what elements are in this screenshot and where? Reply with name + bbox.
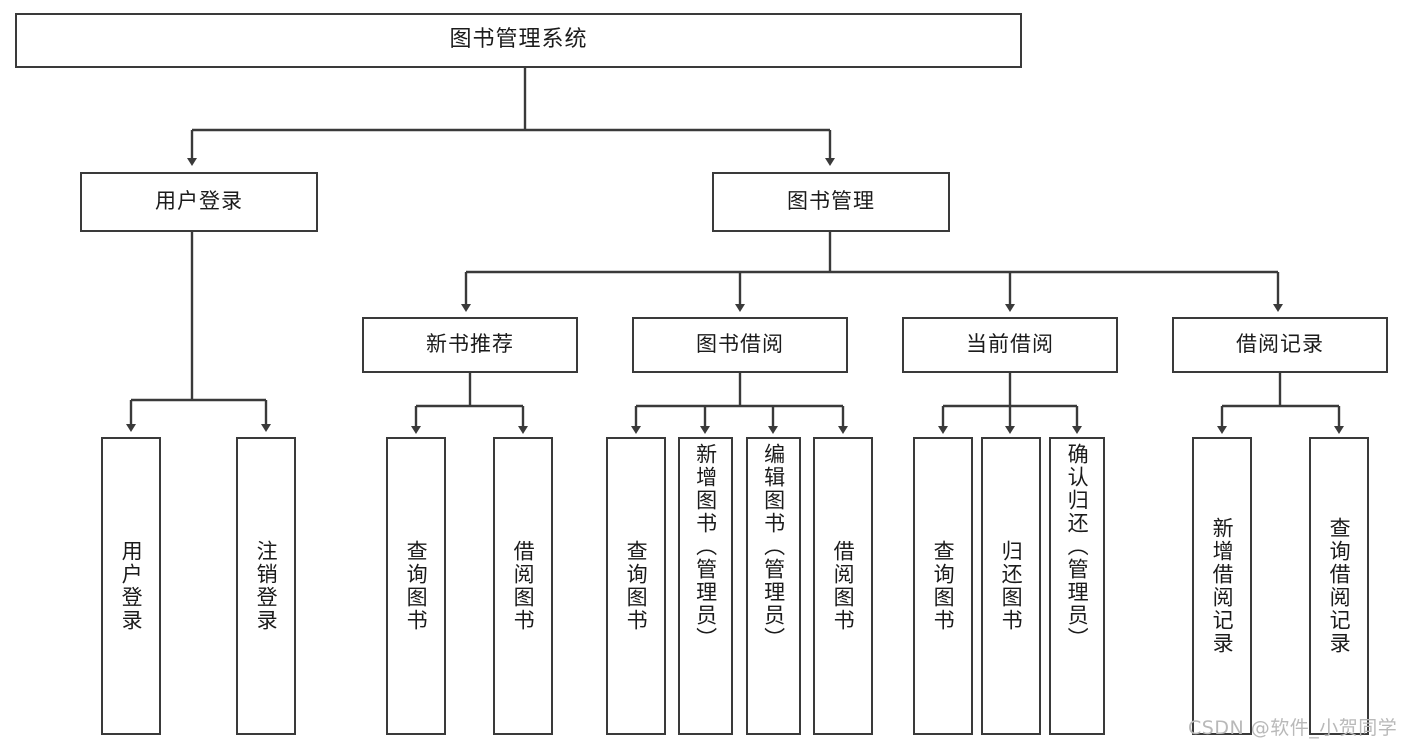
leaf-label: 新增图书（管理员） xyxy=(693,443,718,650)
leaf-confirm-return-admin[interactable]: 确认归还（管理员） xyxy=(1049,437,1105,735)
leaf-query-borrow-record[interactable]: 查询借阅记录 xyxy=(1309,437,1369,735)
leaf-label: 归还图书 xyxy=(999,540,1024,632)
leaf-label: 查询图书 xyxy=(404,540,429,632)
leaf-label: 编辑图书（管理员） xyxy=(761,443,786,650)
leaf-label: 查询图书 xyxy=(624,540,649,632)
leaf-label: 确认归还（管理员） xyxy=(1065,443,1090,650)
leaf-user-logout[interactable]: 注销登录 xyxy=(236,437,296,735)
leaf-label: 查询图书 xyxy=(931,540,956,632)
leaf-user-login[interactable]: 用户登录 xyxy=(101,437,161,735)
node-new-book-recommend[interactable]: 新书推荐 xyxy=(362,317,578,373)
node-root-system[interactable]: 图书管理系统 xyxy=(15,13,1022,68)
leaf-add-book-admin[interactable]: 新增图书（管理员） xyxy=(678,437,733,735)
node-book-management[interactable]: 图书管理 xyxy=(712,172,950,232)
leaf-label: 借阅图书 xyxy=(511,540,536,632)
leaf-query-book-current[interactable]: 查询图书 xyxy=(913,437,973,735)
node-book-borrow[interactable]: 图书借阅 xyxy=(632,317,848,373)
leaf-label: 用户登录 xyxy=(119,540,144,632)
leaf-add-borrow-record[interactable]: 新增借阅记录 xyxy=(1192,437,1252,735)
leaf-label: 查询借阅记录 xyxy=(1327,517,1352,655)
leaf-borrow-book[interactable]: 借阅图书 xyxy=(813,437,873,735)
leaf-query-book-recommend[interactable]: 查询图书 xyxy=(386,437,446,735)
watermark-text: CSDN @软件_小贺同学 xyxy=(1188,717,1398,739)
node-borrow-record[interactable]: 借阅记录 xyxy=(1172,317,1388,373)
leaf-edit-book-admin[interactable]: 编辑图书（管理员） xyxy=(746,437,801,735)
node-user-login[interactable]: 用户登录 xyxy=(80,172,318,232)
leaf-query-book-borrow[interactable]: 查询图书 xyxy=(606,437,666,735)
leaf-label: 新增借阅记录 xyxy=(1210,517,1235,655)
leaf-return-book[interactable]: 归还图书 xyxy=(981,437,1041,735)
leaf-label: 借阅图书 xyxy=(831,540,856,632)
node-current-borrow[interactable]: 当前借阅 xyxy=(902,317,1118,373)
leaf-borrow-book-recommend[interactable]: 借阅图书 xyxy=(493,437,553,735)
leaf-label: 注销登录 xyxy=(254,540,279,632)
